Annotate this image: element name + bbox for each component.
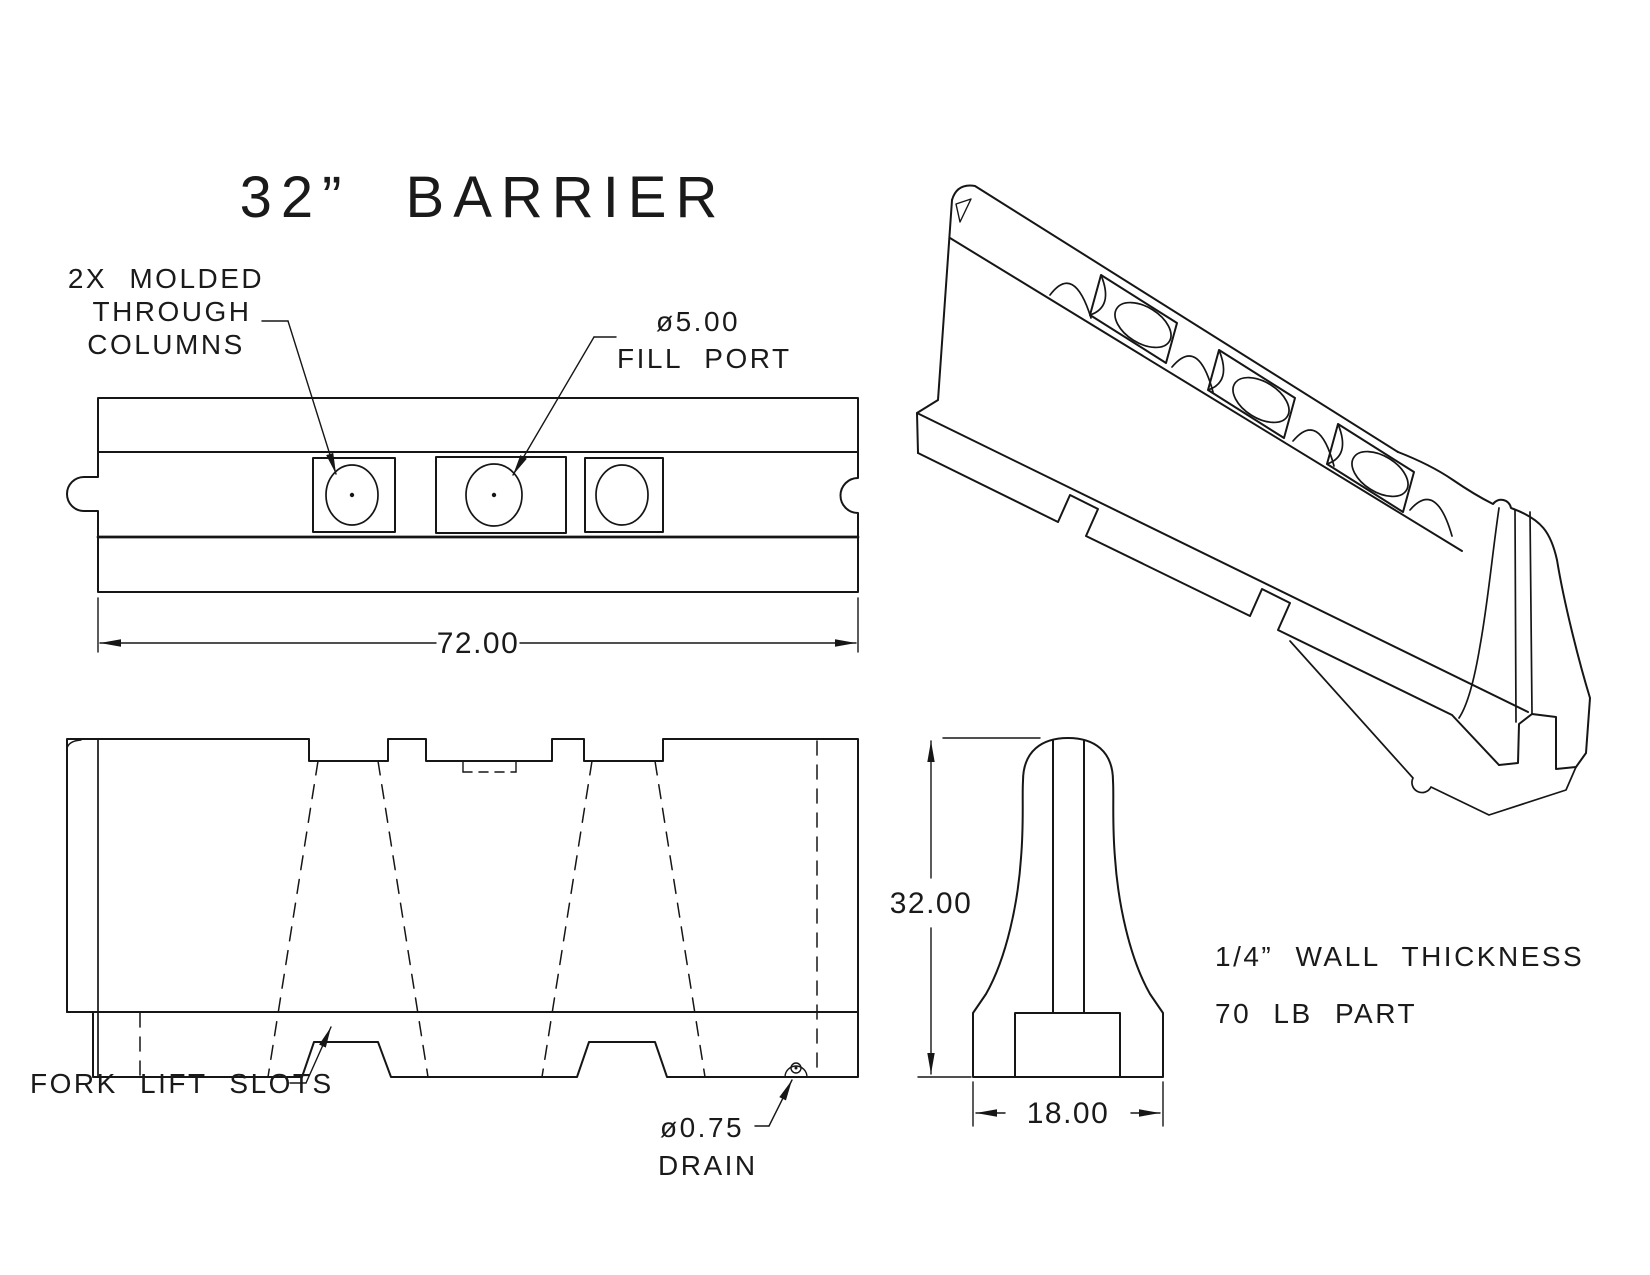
iso-boss-arc: [1292, 429, 1335, 467]
label-molded-columns: COLUMNS: [87, 329, 245, 360]
column-pocket-1: [312, 457, 396, 533]
hidden-column-1: [377, 760, 429, 1078]
leader-drain: [768, 1079, 793, 1127]
column-hole-2: [595, 464, 649, 526]
iso-pocket-3: [1326, 423, 1415, 513]
side-view-outline: [972, 737, 1164, 1078]
iso-base-bottom-edge: [917, 452, 1500, 766]
notes: 1/4” WALL THICKNESS 70 LB PART: [1215, 941, 1584, 1029]
leader-molded-columns: [287, 320, 337, 475]
side-view: 32.00 18.00: [890, 737, 1164, 1130]
iso-end-silhouette: [1397, 451, 1591, 770]
iso-base-top-edge: [916, 412, 1529, 713]
iso-end-profile: [1458, 507, 1500, 719]
dim-height-text: 32.00: [890, 887, 973, 920]
iso-pocket-1-arc: [1089, 274, 1107, 316]
base-pocket: [1014, 1012, 1121, 1078]
iso-pocket-2-hole: [1232, 376, 1290, 424]
dim-base-text: 18.00: [1027, 1097, 1110, 1130]
extension-lines: [972, 1081, 1164, 1127]
label-fork-lift-slots: FORK LIFT SLOTS: [30, 1068, 334, 1099]
column-pocket-2: [584, 457, 664, 533]
drain-boss: [784, 1065, 808, 1078]
iso-top-ridge: [951, 184, 1399, 453]
fill-port-boss: [462, 760, 517, 773]
fill-port-hole: [465, 463, 523, 527]
iso-boss-arc: [1171, 355, 1214, 393]
iso-boss-arc: [1409, 498, 1453, 537]
front-view: FORK LIFT SLOTS ø0.75 DRAIN: [30, 738, 859, 1181]
hidden-column-2: [654, 760, 706, 1078]
iso-boss-arc: [1049, 282, 1092, 319]
leader-fill-port: [512, 336, 595, 476]
label-fill-port: ø5.00: [656, 306, 740, 337]
column-hole-1: [325, 464, 379, 526]
iso-pocket-3-hole: [1351, 450, 1409, 498]
hidden-column-1: [267, 760, 319, 1078]
center-mark: [349, 492, 355, 498]
fill-port-pocket: [435, 456, 567, 534]
isometric-view: [916, 184, 1591, 816]
iso-bottom-face-edge: [1289, 640, 1577, 816]
front-view-outline: [66, 738, 859, 1078]
hidden-column-2: [541, 760, 593, 1078]
label-molded-columns: 2X MOLDED: [68, 263, 264, 294]
center-channel: [1052, 739, 1085, 1014]
iso-pocket-3-arc: [1326, 423, 1344, 465]
iso-pocket-2: [1207, 349, 1296, 439]
label-drain: DRAIN: [658, 1150, 758, 1181]
drawing-title: 32” BARRIER: [240, 165, 727, 230]
iso-pocket-1: [1089, 274, 1178, 364]
iso-top-front-edge: [949, 237, 1463, 552]
corner-round: [66, 739, 82, 750]
note-wall-thickness: 1/4” WALL THICKNESS: [1215, 941, 1584, 972]
iso-end-groove: [1514, 509, 1533, 723]
label-fill-port: FILL PORT: [617, 343, 792, 374]
drain-hole: [790, 1062, 802, 1074]
label-drain: ø0.75: [660, 1112, 744, 1143]
center-mark: [491, 492, 497, 498]
iso-pocket-1-hole: [1114, 301, 1172, 349]
top-view-outline: [66, 397, 859, 593]
iso-far-edge: [916, 199, 953, 454]
iso-end-notch: [955, 198, 972, 223]
leader-fork-lift: [305, 1026, 332, 1084]
extension-lines: [97, 597, 859, 653]
dim-length-text: 72.00: [437, 627, 520, 660]
label-molded-columns: THROUGH: [92, 296, 251, 327]
note-weight: 70 LB PART: [1215, 998, 1417, 1029]
center-mark: [794, 1066, 798, 1070]
top-view: 72.00 2X MOLDED THROUGH COLUMNS ø5.00 FI…: [66, 263, 860, 660]
